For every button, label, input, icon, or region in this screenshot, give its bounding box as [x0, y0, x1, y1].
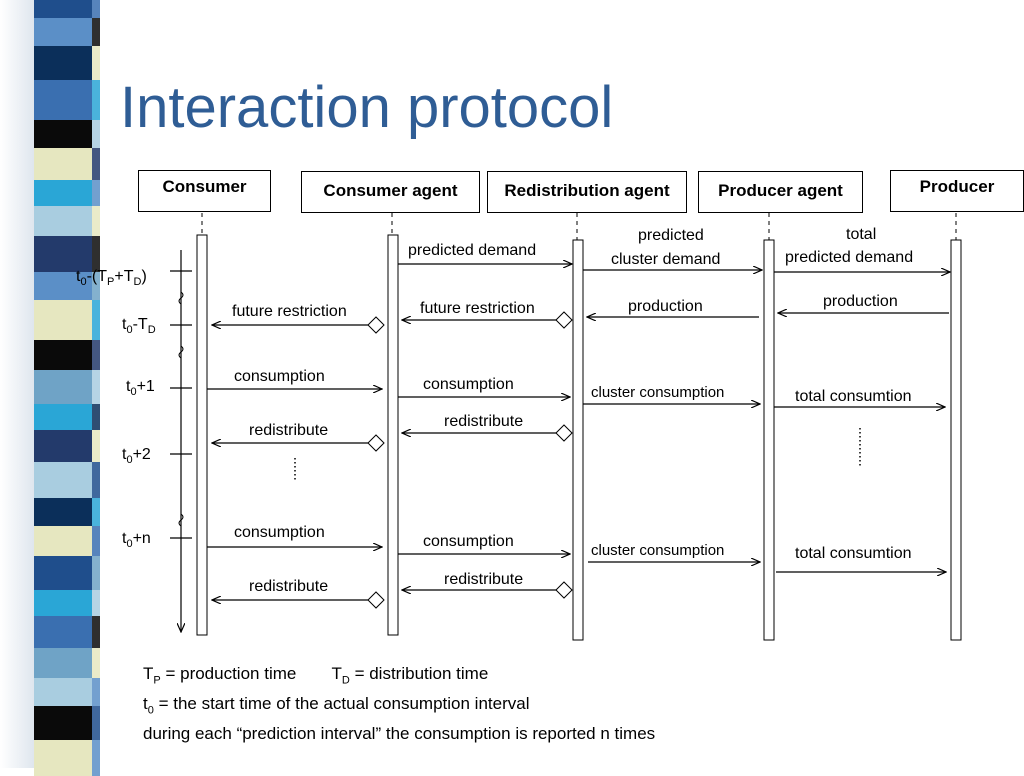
- diamond-4: [555, 424, 573, 442]
- stripe-edge: [92, 430, 100, 462]
- msg-total-predicted-demand-line2: predicted demand: [785, 249, 914, 266]
- msg-cluster-consumption-1: cluster consumption: [591, 384, 725, 401]
- stripe-edge: [92, 678, 100, 706]
- msg-total-consumtion-2: total consumtion: [795, 545, 912, 562]
- stripe-block: [34, 46, 92, 80]
- stripe-edge: [92, 300, 100, 340]
- time-label-t0-tp-td: t0-(TP+TD): [76, 268, 147, 289]
- lifeline-consumer: [196, 234, 208, 636]
- actor-producer: Producer: [890, 170, 1024, 212]
- stripe-edge: [92, 46, 100, 80]
- stripe-edge: [92, 180, 100, 206]
- stripe-edge: [92, 148, 100, 180]
- msg-production-2: production: [823, 293, 898, 310]
- stripe-block: [34, 300, 92, 340]
- msg-cluster-consumption-2: cluster consumption: [591, 542, 725, 559]
- lifeline-producer-agent: [763, 239, 775, 641]
- stripe-block: [34, 648, 92, 678]
- actor-producer-agent: Producer agent: [698, 171, 863, 213]
- stripe-block: [34, 180, 92, 206]
- stripe-block: [34, 148, 92, 180]
- msg-redistribute-4: redistribute: [444, 571, 524, 588]
- actor-consumer-agent: Consumer agent: [301, 171, 480, 213]
- msg-predicted-demand: predicted demand: [408, 242, 537, 259]
- stripe-edge: [92, 80, 100, 120]
- diamond-5: [367, 591, 385, 609]
- stripe-edge: [92, 206, 100, 236]
- stripe-block: [34, 80, 92, 120]
- stripe-block: [34, 370, 92, 404]
- msg-redistribute-3: redistribute: [249, 578, 329, 595]
- diamond-2: [555, 311, 573, 329]
- decorative-stripe: [0, 0, 110, 776]
- lifeline-redistribution-agent: [572, 239, 584, 641]
- stripe-edge: [92, 404, 100, 430]
- stripe-block: [34, 340, 92, 370]
- stripe-edge: [92, 370, 100, 404]
- actor-redistribution-agent: Redistribution agent: [487, 171, 687, 213]
- stripe-block: [34, 120, 92, 148]
- msg-production-1: production: [628, 298, 703, 315]
- msg-redistribute-1: redistribute: [249, 422, 329, 439]
- stripe-block: [34, 616, 92, 648]
- stripe-block: [34, 272, 92, 300]
- stripe-block: [34, 206, 92, 236]
- stripe-edge: [92, 526, 100, 556]
- stripe-edge: [92, 556, 100, 590]
- stripe-edge: [92, 648, 100, 678]
- stripe-block: [34, 18, 92, 46]
- stripe-block: [34, 430, 92, 462]
- stripe-block: [34, 590, 92, 616]
- page-title: Interaction protocol: [120, 75, 614, 140]
- actor-consumer: Consumer: [138, 170, 271, 212]
- stripe-block: [34, 236, 92, 272]
- stripe-edge: [92, 498, 100, 526]
- msg-redistribute-2: redistribute: [444, 413, 524, 430]
- msg-consumption-4: consumption: [423, 533, 514, 550]
- msg-consumption-2: consumption: [423, 376, 514, 393]
- time-label-t0-n: t0+n: [122, 530, 151, 551]
- stripe-block: [34, 462, 92, 498]
- msg-consumption-1: consumption: [234, 368, 325, 385]
- msg-future-restriction-1: future restriction: [232, 303, 347, 320]
- stripe-block: [34, 678, 92, 706]
- stripe-block: [34, 556, 92, 590]
- note-t0-definition: t0 = the start time of the actual consum…: [143, 694, 530, 717]
- stripe-edge: [92, 590, 100, 616]
- diamond-6: [555, 581, 573, 599]
- stripe-edge: [92, 18, 100, 46]
- time-label-t0-td: t0-TD: [122, 316, 156, 337]
- stripe-edge: [92, 340, 100, 370]
- stripe-block: [34, 526, 92, 556]
- stripe-block: [34, 706, 92, 740]
- stripe-edge: [92, 236, 100, 272]
- stripe-edge: [92, 462, 100, 498]
- msg-predicted-cluster-demand-line1: predicted: [638, 227, 704, 244]
- lifeline-consumer-agent: [387, 234, 399, 636]
- stripe-block: [34, 0, 92, 18]
- stripe-edge: [92, 740, 100, 776]
- stripe-edge: [92, 706, 100, 740]
- stripe-block: [34, 404, 92, 430]
- msg-predicted-cluster-demand-line2: cluster demand: [611, 251, 721, 268]
- stripe-block: [34, 498, 92, 526]
- note-time-definitions: TP = production time TD = distribution t…: [143, 664, 489, 687]
- diamond-3: [367, 434, 385, 452]
- diamond-1: [367, 316, 385, 334]
- msg-total-predicted-demand-line1: total: [846, 226, 877, 243]
- time-label-t0-1: t0+1: [126, 378, 155, 399]
- note-reporting: during each “prediction interval” the co…: [143, 724, 656, 743]
- stripe-edge: [92, 272, 100, 300]
- msg-consumption-3: consumption: [234, 524, 325, 541]
- msg-total-consumtion-1: total consumtion: [795, 388, 912, 405]
- msg-future-restriction-2: future restriction: [420, 300, 535, 317]
- stripe-edge: [92, 616, 100, 648]
- stripe-edge: [92, 0, 100, 18]
- stripe-edge: [92, 120, 100, 148]
- stripe-fade: [0, 0, 34, 768]
- time-label-t0-2: t0+2: [122, 446, 151, 467]
- lifeline-producer: [950, 239, 962, 641]
